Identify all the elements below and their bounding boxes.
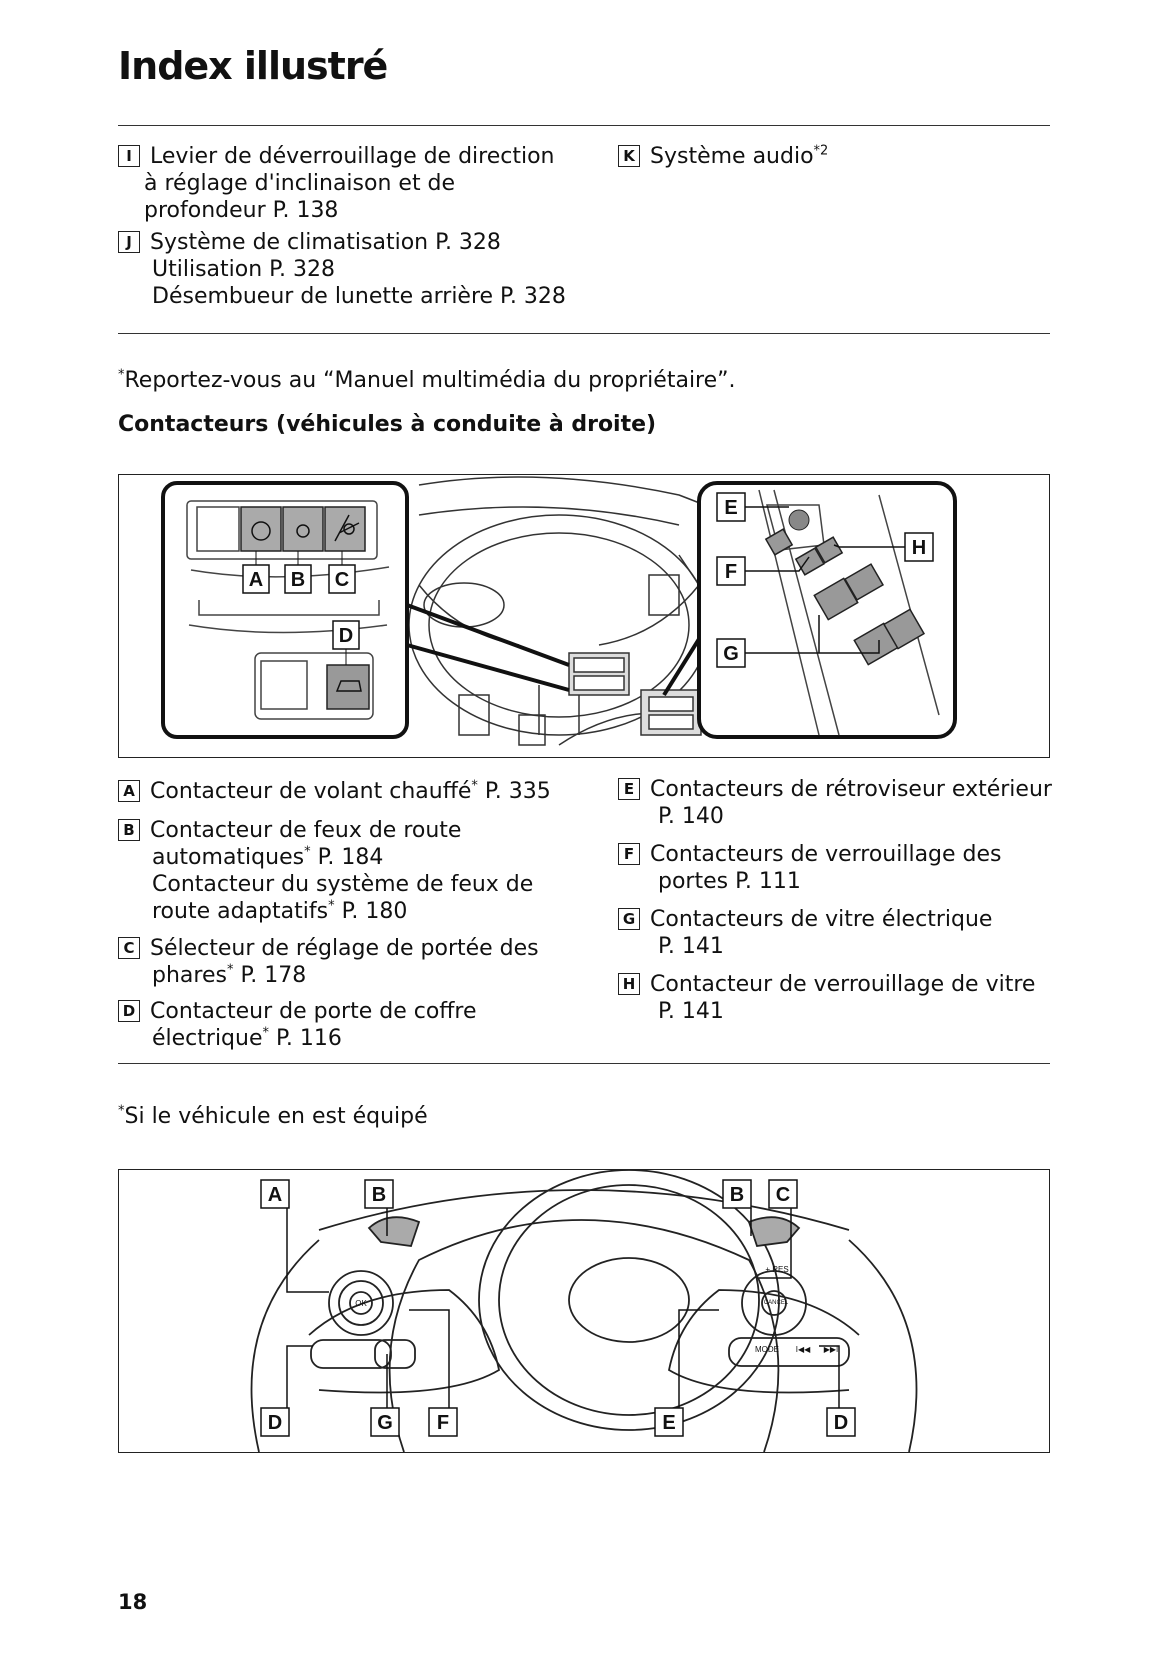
res-button-text: + RES <box>765 1265 788 1274</box>
cancel-button-text: CANCEL <box>764 1300 789 1306</box>
page-ref: P. 141 <box>658 999 724 1024</box>
item-text: Sélecteur de réglage de portée des <box>150 936 539 961</box>
label-E: E <box>662 1412 675 1434</box>
item-text: électrique <box>152 1026 263 1051</box>
key-badge: A <box>118 780 140 802</box>
label-F: F <box>725 561 737 583</box>
item-text: Contacteurs de vitre électrique <box>650 907 993 932</box>
page-ref: P. 335 <box>477 779 551 804</box>
key-badge: C <box>118 937 140 959</box>
footnote-marker: * <box>328 898 335 914</box>
key-badge: J <box>118 231 140 253</box>
list-item-J: J Système de climatisation P. 328 Utilisa… <box>118 229 568 310</box>
item-text: Système audio <box>650 144 814 169</box>
footnote-marker: * <box>304 844 311 860</box>
list-item-B: B Contacteur de feux de route automatique… <box>118 817 578 925</box>
item-text: Désembueur de lunette arrière P. 328 <box>152 284 566 309</box>
page-ref: P. 184 <box>310 845 384 870</box>
item-text: Contacteur de feux de route <box>150 818 462 843</box>
key-badge: G <box>618 908 640 930</box>
label-G: G <box>377 1412 393 1434</box>
mode-button-text: MODE <box>755 1345 779 1354</box>
label-A: A <box>268 1184 282 1206</box>
key-badge: I <box>118 145 140 167</box>
footnote-marker: * <box>262 1025 270 1041</box>
page-ref: P. 140 <box>658 804 724 829</box>
page-ref: P. 178 <box>233 963 307 988</box>
footnote-marker: * <box>226 962 234 978</box>
page-ref: P. 141 <box>658 934 724 959</box>
label-D: D <box>339 625 353 647</box>
item-text: Système de climatisation P. 328 <box>150 230 501 255</box>
item-text: Contacteur de volant chauffé <box>150 779 472 804</box>
divider <box>118 125 1050 126</box>
item-text: Levier de déverrouillage de direction <box>150 144 555 169</box>
list-item-E: E Contacteurs de rétroviseur extérieur P.… <box>618 776 1058 830</box>
page-ref: portes P. 111 <box>658 869 801 894</box>
ok-button-text: OK <box>355 1299 367 1308</box>
steering-wheel-illustration: OK + RES MODE CANCEL I◀◀ ▶▶I <box>118 1169 1050 1453</box>
list-item-F: F Contacteurs de verrouillage des portes … <box>618 841 1058 895</box>
footnote: *Reportez-vous au “Manuel multimédia du … <box>118 368 736 393</box>
label-C: C <box>776 1184 790 1206</box>
item-text: Utilisation P. 328 <box>152 257 335 282</box>
item-text: Contacteurs de rétroviseur extérieur <box>650 777 1052 802</box>
footnote-marker: * <box>118 367 125 383</box>
label-F: F <box>437 1412 449 1434</box>
label-D: D <box>268 1412 282 1434</box>
label-C: C <box>335 569 349 591</box>
item-text: Contacteur de porte de coffre <box>150 999 477 1024</box>
page-number: 18 <box>118 1590 148 1614</box>
divider <box>118 1063 1050 1064</box>
page-ref: P. 116 <box>269 1026 342 1051</box>
divider <box>118 333 1050 334</box>
list-item-D: D Contacteur de porte de coffre électriqu… <box>118 998 578 1052</box>
label-A: A <box>249 569 263 591</box>
key-badge: F <box>618 843 640 865</box>
label-B: B <box>372 1184 386 1206</box>
item-text: profondeur P. 138 <box>144 198 339 223</box>
list-item-I: I Levier de déverrouillage de direction à… <box>118 143 568 224</box>
key-badge: D <box>118 1000 140 1022</box>
page-ref: P. 180 <box>334 899 408 924</box>
label-E: E <box>724 497 737 519</box>
footnote-text: Si le véhicule en est équipé <box>124 1104 428 1129</box>
footnote-marker: * <box>118 1103 125 1119</box>
list-item-C: C Sélecteur de réglage de portée des phar… <box>118 935 578 989</box>
key-badge: E <box>618 778 640 800</box>
label-B: B <box>730 1184 744 1206</box>
item-text: Contacteur de verrouillage de vitre <box>650 972 1036 997</box>
item-text: automatiques <box>152 845 305 870</box>
label-B: B <box>291 569 305 591</box>
key-badge: B <box>118 819 140 841</box>
item-text: à réglage d'inclinaison et de <box>144 171 456 196</box>
list-item-A: A Contacteur de volant chauffé* P. 335 <box>118 778 578 805</box>
item-text: Contacteur du système de feux de <box>152 872 534 897</box>
footnote-marker: * <box>471 778 478 794</box>
label-D: D <box>834 1412 848 1434</box>
key-badge: K <box>618 145 640 167</box>
footnote-text: Reportez-vous au “Manuel multimédia du p… <box>124 368 736 393</box>
list-item-K: K Système audio*2 <box>618 143 1038 170</box>
item-text: route adaptatifs <box>152 899 329 924</box>
switches-illustration: A B C D <box>118 474 1050 758</box>
footnote-marker: *2 <box>813 143 829 159</box>
footnote: *Si le véhicule en est équipé <box>118 1104 428 1129</box>
item-text: phares <box>152 963 227 988</box>
label-H: H <box>912 537 926 559</box>
prev-button-text: I◀◀ <box>796 1345 811 1354</box>
item-text: Contacteurs de verrouillage des <box>650 842 1002 867</box>
section-heading: Contacteurs (véhicules à conduite à droi… <box>118 412 657 437</box>
list-item-H: H Contacteur de verrouillage de vitre P. … <box>618 971 1058 1025</box>
next-button-text: ▶▶I <box>824 1345 839 1354</box>
label-G: G <box>723 643 739 665</box>
key-badge: H <box>618 973 640 995</box>
list-item-G: G Contacteurs de vitre électrique P. 141 <box>618 906 1058 960</box>
page-title: Index illustré <box>118 44 388 88</box>
